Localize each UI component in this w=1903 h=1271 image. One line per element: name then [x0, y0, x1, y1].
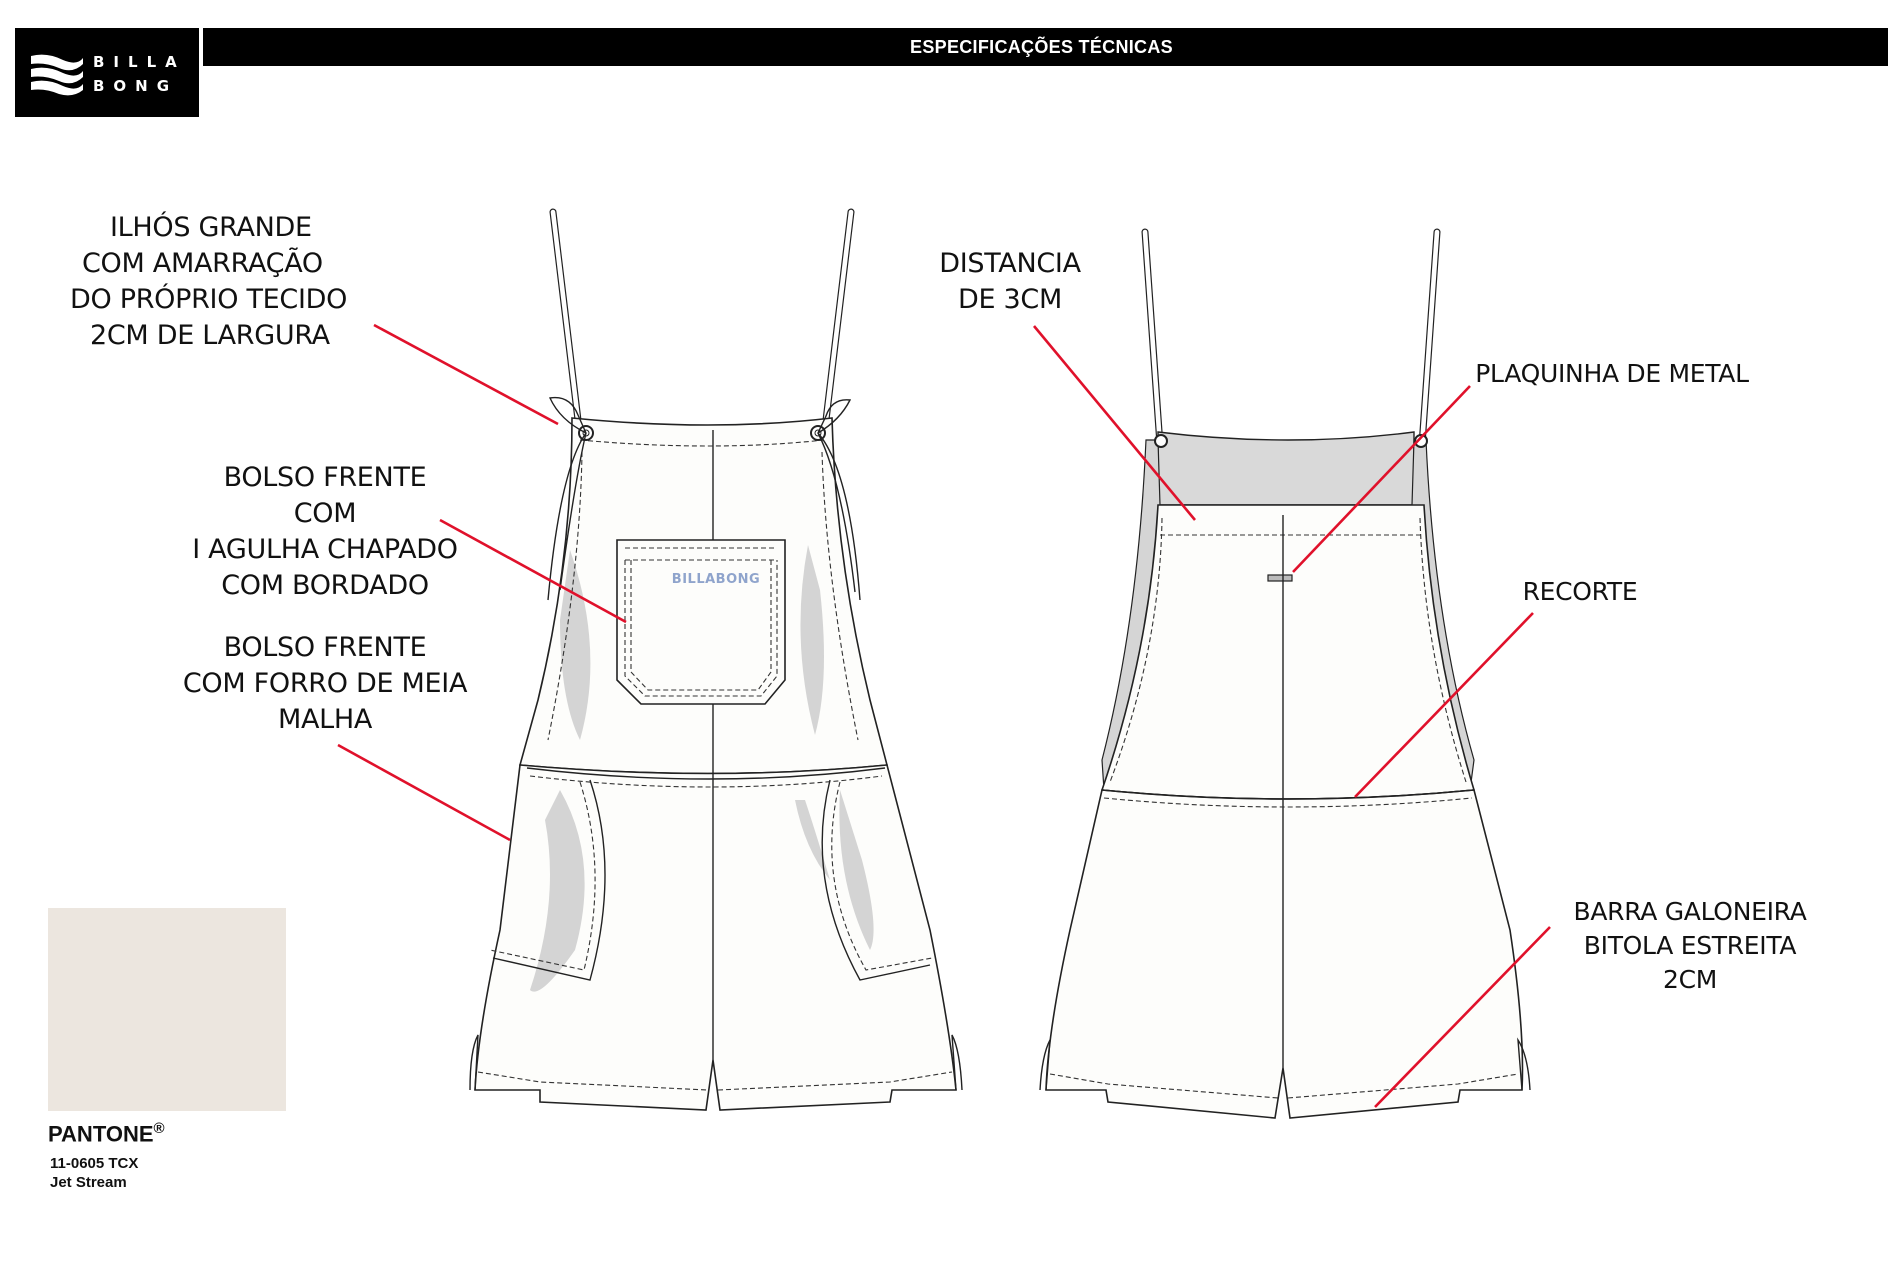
callout-ilhos-line2: COM AMARRAÇÃO [82, 248, 323, 279]
callout-barra-line3: 2CM [1662, 965, 1718, 994]
callout-bolso-chapado-line1: BOLSO FRENTE [223, 462, 427, 493]
page-title: ESPECIFICAÇÕES TÉCNICAS [910, 36, 1173, 57]
pantone-brand: PANTONE® [48, 1120, 165, 1147]
front-chest-pocket [616, 539, 786, 705]
callout-bolso-chapado-line2: COM [293, 498, 357, 529]
leader-ilhos [373, 323, 559, 426]
front-garment: BILLABONG [469, 208, 963, 1111]
leader-bolso-chapado [439, 518, 627, 624]
pantone-brand-text: PANTONE [48, 1121, 154, 1147]
callout-bolso-chapado: BOLSO FRENTE COM I AGULHA CHAPADO COM BO… [180, 460, 470, 604]
brand-logo: BILLA BONG [15, 28, 199, 117]
callout-bolso-forro-line2: COM FORRO DE MEIA [182, 668, 468, 699]
back-garment [1039, 228, 1531, 1119]
pantone-swatch [48, 908, 286, 1111]
pantone-color-name: Jet Stream [50, 1174, 127, 1191]
callout-distancia: DISTANCIA DE 3CM [920, 246, 1100, 318]
front-right-tie [817, 399, 861, 601]
back-right-eyelet [1414, 434, 1428, 448]
pantone-code: 11-0605 TCX [50, 1155, 139, 1172]
brand-text-line2: BONG [93, 77, 179, 95]
leader-barra [1374, 926, 1551, 1108]
leader-plaquinha [1292, 385, 1471, 573]
pocket-embroidery-text: BILLABONG [672, 572, 760, 587]
page-title-bar: ESPECIFICAÇÕES TÉCNICAS [203, 28, 1888, 66]
callout-bolso-forro: BOLSO FRENTE COM FORRO DE MEIA MALHA [170, 630, 480, 738]
front-shorts [474, 764, 957, 1111]
front-left-tie [547, 396, 587, 601]
leader-distancia [1032, 325, 1197, 521]
back-left-eyelet [1154, 434, 1168, 448]
callout-plaquinha: PLAQUINHA DE METAL [1462, 356, 1762, 392]
callout-distancia-line2: DE 3CM [958, 284, 1062, 315]
callout-plaquinha-line1: PLAQUINHA DE METAL [1475, 359, 1749, 388]
callout-recorte: RECORTE [1500, 574, 1660, 610]
callout-barra-line2: BITOLA ESTREITA [1583, 931, 1797, 960]
callout-ilhos-line1: ILHÓS GRANDE [110, 212, 312, 243]
callout-bolso-forro-line1: BOLSO FRENTE [223, 632, 427, 663]
metal-plate [1267, 574, 1293, 582]
callout-ilhos: ILHÓS GRANDE COM AMARRAÇÃO DO PRÓPRIO TE… [58, 210, 578, 354]
leader-bolso-forro [337, 743, 511, 842]
callout-recorte-line1: RECORTE [1522, 577, 1638, 606]
pantone-registered-mark: ® [153, 1120, 165, 1137]
callout-barra: BARRA GALONEIRA BITOLA ESTREITA 2CM [1555, 895, 1825, 997]
billabong-wave-icon [31, 54, 83, 96]
callout-bolso-chapado-line4: COM BORDADO [221, 570, 429, 601]
back-bib [1100, 504, 1476, 800]
brand-text-line1: BILLA [93, 53, 186, 71]
leader-recorte [1354, 612, 1534, 798]
callout-bolso-chapado-line3: I AGULHA CHAPADO [192, 534, 458, 565]
callout-distancia-line1: DISTANCIA [939, 248, 1081, 279]
callout-bolso-forro-line3: MALHA [277, 704, 373, 735]
callout-ilhos-line3: DO PRÓPRIO TECIDO [70, 284, 348, 315]
callout-barra-line1: BARRA GALONEIRA [1573, 897, 1807, 926]
callout-ilhos-line4: 2CM DE LARGURA [90, 320, 330, 351]
back-shorts [1045, 789, 1524, 1119]
